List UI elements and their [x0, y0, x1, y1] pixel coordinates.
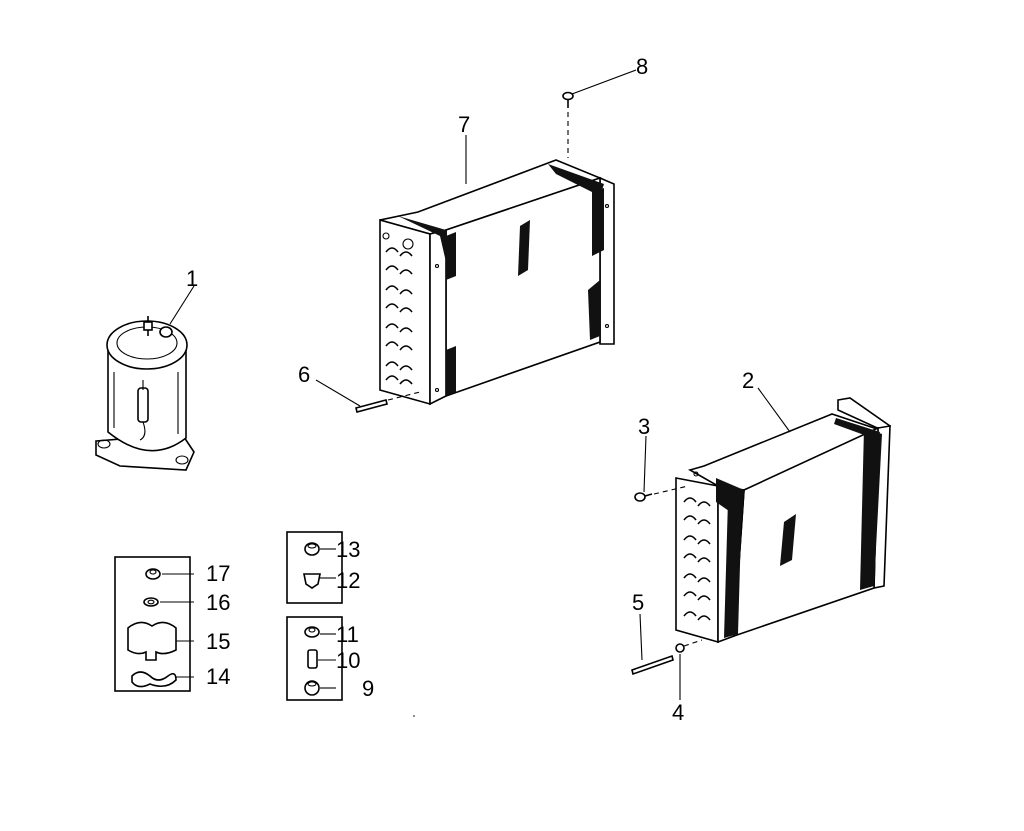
bolt-hardware-group	[286, 616, 343, 701]
screw-3	[634, 485, 689, 502]
callout-3: 3	[638, 414, 650, 439]
callout-7: 7	[458, 112, 470, 137]
callout-6: 6	[298, 362, 310, 387]
callout-15: 15	[206, 629, 230, 654]
callout-8: 8	[636, 54, 648, 79]
callout-11: 11	[336, 622, 359, 647]
callout-9: 9	[362, 676, 374, 701]
nut-4	[675, 639, 703, 653]
compressor-part	[95, 316, 195, 471]
callout-16: 16	[206, 590, 230, 615]
callout-1: 1	[186, 266, 198, 291]
screw-6	[355, 391, 421, 413]
callout-4: 4	[672, 700, 684, 725]
callout-17: 17	[206, 561, 230, 586]
stray-dot	[413, 715, 415, 717]
mounting-hardware-group	[114, 556, 194, 692]
evaporator-coil-part	[675, 397, 892, 644]
coil-hairpins-lower	[683, 497, 711, 621]
callout-10: 10	[336, 648, 360, 673]
callout-14: 14	[206, 664, 230, 689]
callout-5: 5	[632, 590, 644, 615]
grommet-hardware-group	[286, 531, 343, 604]
callout-2: 2	[742, 368, 754, 393]
screw-8	[562, 91, 574, 158]
callout-13: 13	[336, 537, 360, 562]
callout-12: 12	[336, 568, 360, 593]
coil-hairpins	[385, 247, 413, 385]
leader-lines	[169, 69, 791, 700]
callout-labels: 1 2 3 4 5 6 7 8 9 10 11 12 13 14 15 16 1…	[186, 54, 754, 725]
condenser-coil-part	[379, 159, 615, 406]
screw-5	[631, 654, 674, 676]
